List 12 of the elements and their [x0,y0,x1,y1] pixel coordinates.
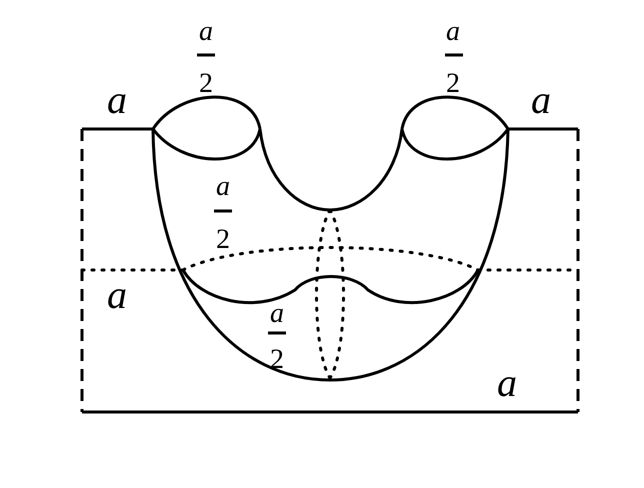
fraction-numerator: a [270,300,284,328]
fraction-denominator: 2 [199,70,213,98]
length-label: a [497,363,517,403]
fraction-denominator: 2 [446,70,460,98]
length-label: a [107,275,127,315]
fraction-numerator: a [446,18,460,46]
fraction-numerator: a [199,18,213,46]
fraction-denominator: 2 [216,226,230,254]
length-label: a [107,80,127,120]
length-label: a [531,80,551,120]
fraction-numerator: a [216,173,230,201]
fraction-denominator: 2 [270,346,284,374]
